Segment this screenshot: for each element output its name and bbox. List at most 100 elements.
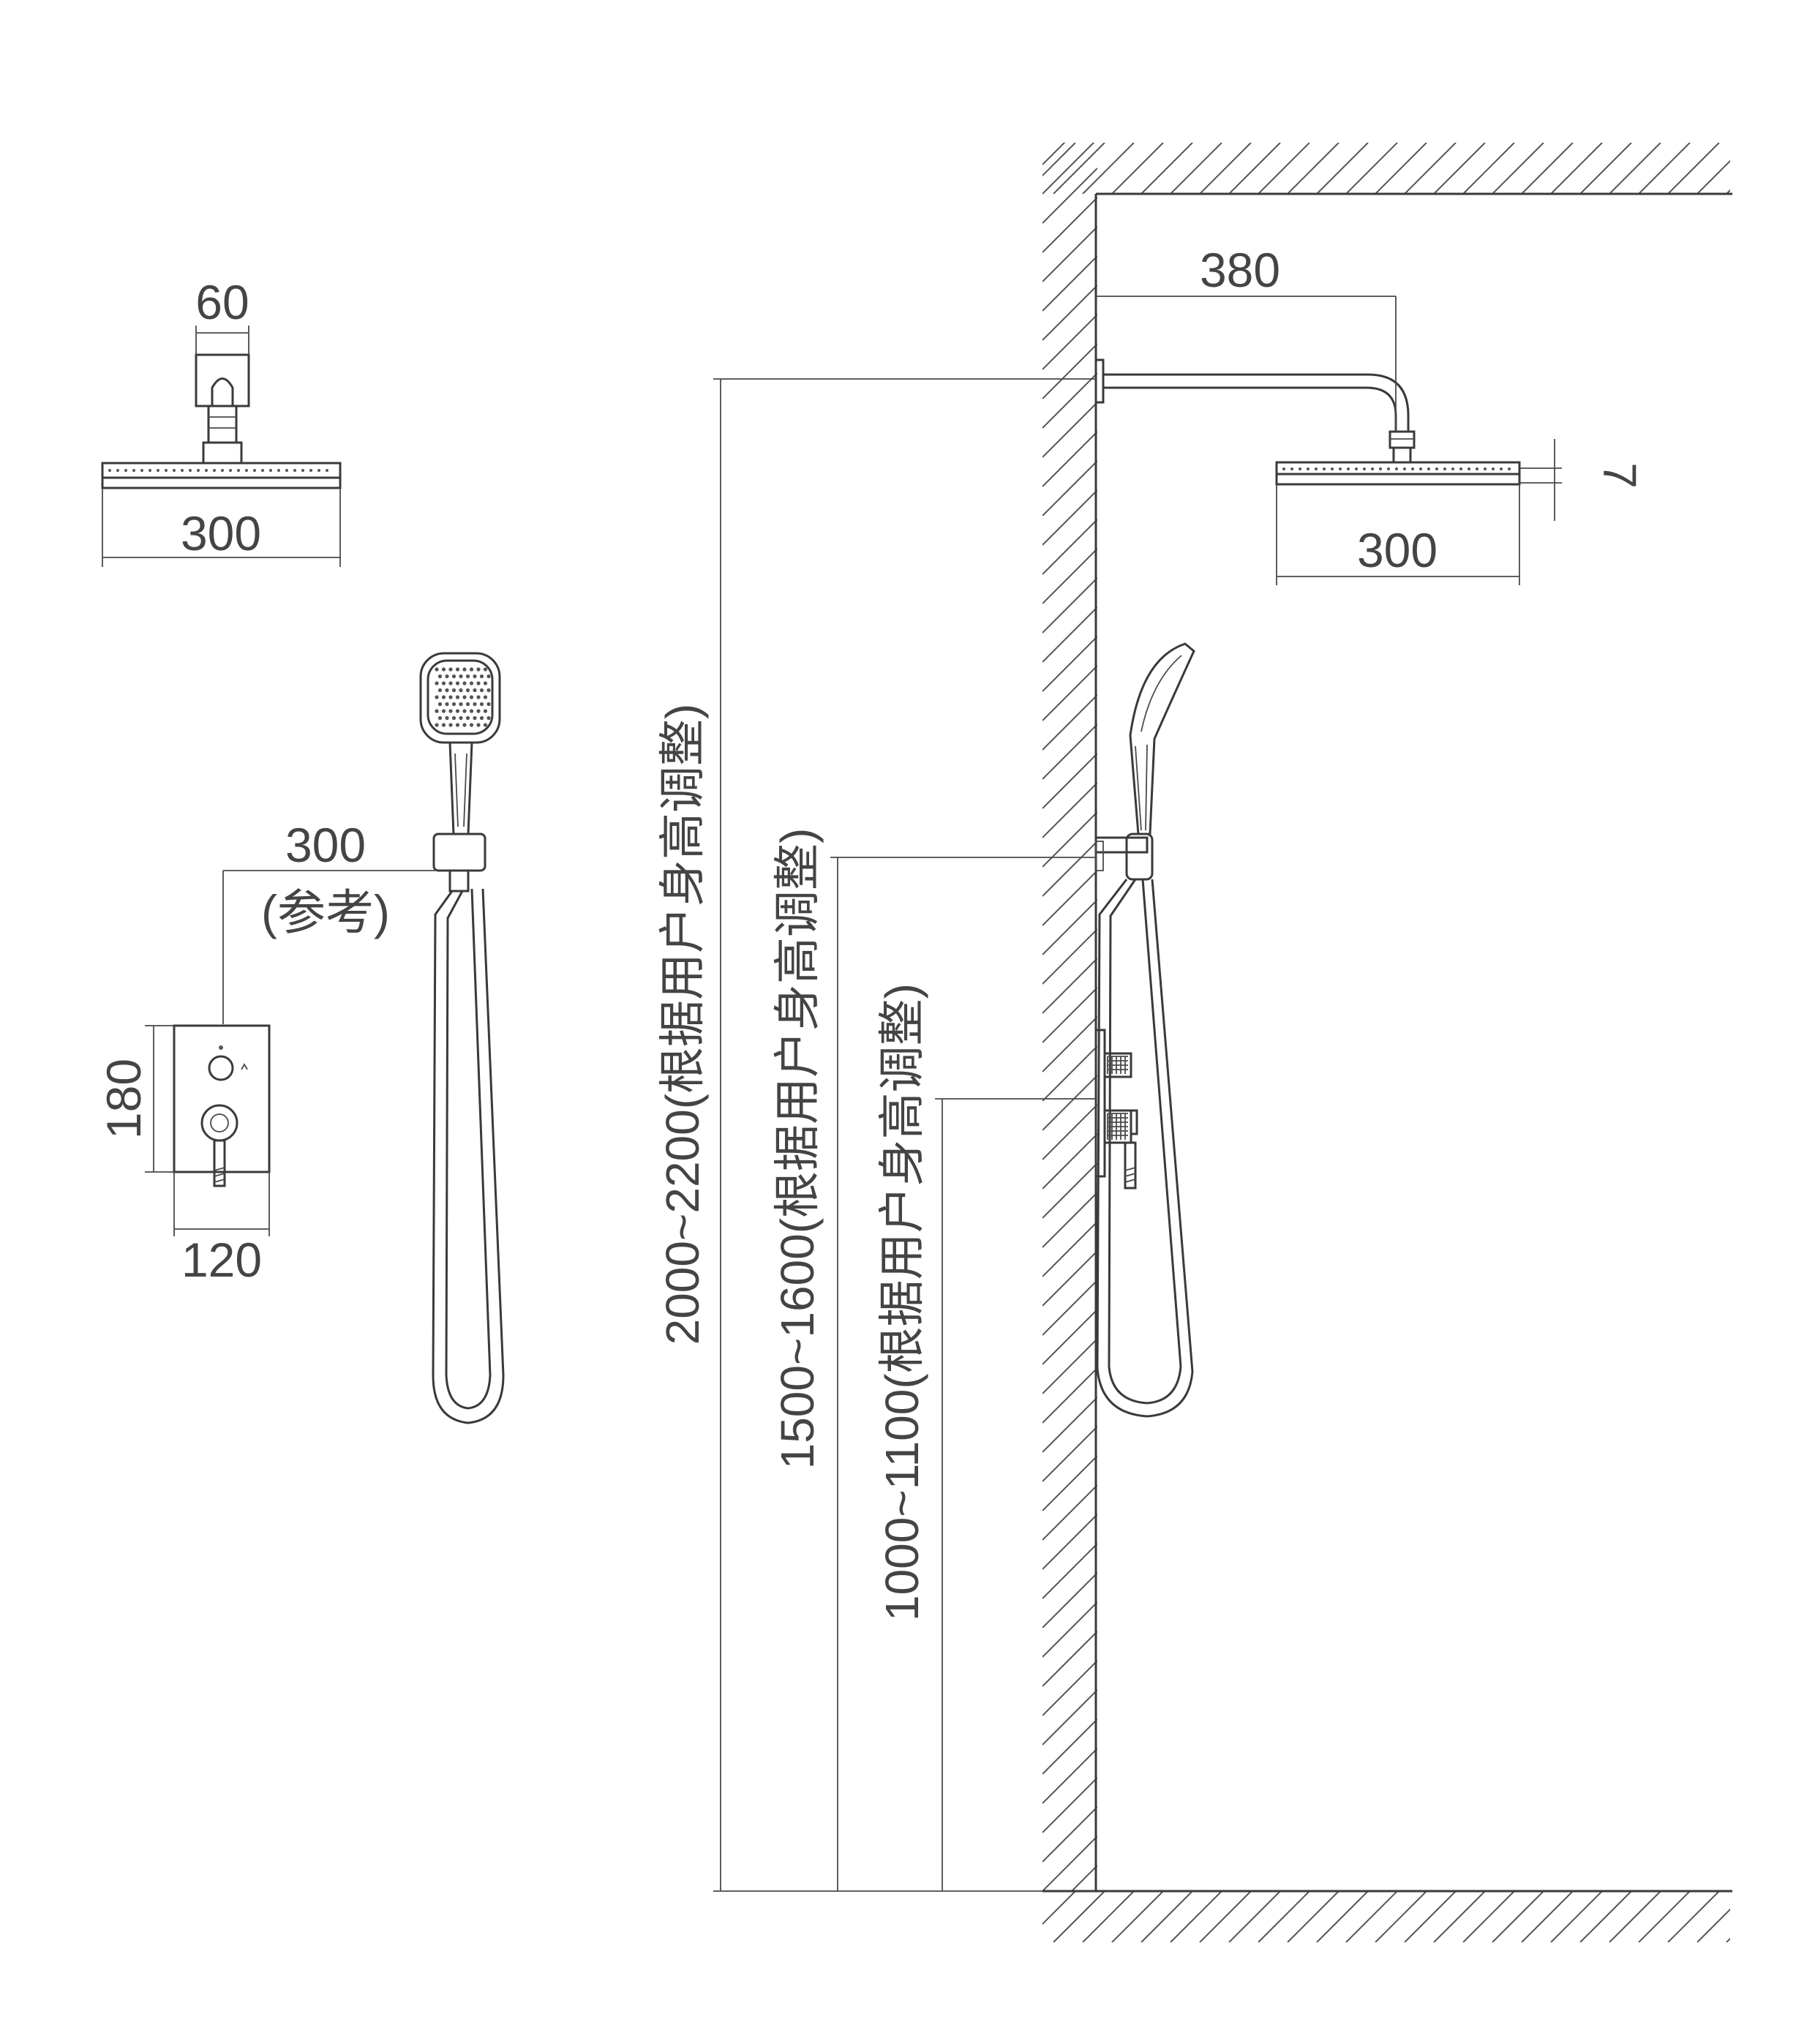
nozzle-dot bbox=[1347, 467, 1350, 470]
hatch-line bbox=[1375, 143, 1427, 194]
spray-dot bbox=[479, 674, 484, 679]
hatch-line bbox=[1042, 1250, 1097, 1307]
hatch-line bbox=[1042, 1397, 1097, 1453]
hatch-line bbox=[1521, 143, 1574, 194]
hatch-line bbox=[1042, 1367, 1097, 1424]
nozzle-dot bbox=[1379, 467, 1382, 470]
hatch-line bbox=[1070, 1865, 1097, 1891]
nozzle-dot bbox=[237, 469, 240, 472]
hatch-line bbox=[1042, 285, 1097, 341]
hatch-line bbox=[1042, 1514, 1097, 1570]
side-hose-inner bbox=[1108, 879, 1182, 1405]
nozzle-dot bbox=[157, 469, 159, 472]
hatch-line bbox=[1042, 1806, 1097, 1863]
spray-dot bbox=[483, 667, 488, 672]
spray-dot bbox=[451, 702, 456, 707]
nozzle-dot bbox=[1419, 467, 1422, 470]
spray-dot bbox=[435, 709, 439, 713]
spray-dot bbox=[465, 702, 470, 707]
hatch-line bbox=[1170, 1891, 1222, 1942]
side-lever-handle bbox=[1124, 1141, 1137, 1190]
dim-height-head: 2000~2200(根据用户身高调整) bbox=[656, 704, 709, 1345]
spray-dot bbox=[462, 667, 467, 672]
nozzle-dot bbox=[1299, 467, 1301, 470]
spray-dot bbox=[455, 709, 460, 713]
hatch-line bbox=[1228, 1891, 1281, 1942]
nozzle-dot bbox=[1339, 467, 1342, 470]
hatch-line bbox=[1042, 1045, 1097, 1102]
hatch-line bbox=[1042, 899, 1097, 955]
front-mixer-valve: 180 120 bbox=[97, 1024, 271, 1287]
nozzle-dot bbox=[1508, 467, 1511, 470]
side-mixer-valve bbox=[1094, 1029, 1138, 1190]
nozzle-dot bbox=[116, 469, 119, 472]
nozzle-dot bbox=[253, 469, 256, 472]
hatch-line bbox=[1042, 1836, 1097, 1891]
spray-dot bbox=[459, 674, 463, 679]
hatch-line bbox=[1042, 1133, 1097, 1190]
nozzle-dot bbox=[269, 469, 272, 472]
nozzle-dot bbox=[1484, 467, 1487, 470]
dim-side-head-width: 300 bbox=[1357, 523, 1438, 577]
side-holder bbox=[1125, 833, 1154, 881]
hatch-line bbox=[1492, 143, 1544, 194]
spray-dot bbox=[445, 702, 449, 707]
hatch-line bbox=[1053, 143, 1105, 194]
hatch-line bbox=[1042, 958, 1097, 1014]
side-arm-top bbox=[1103, 373, 1410, 432]
nozzle-dot bbox=[309, 469, 312, 472]
spray-dot bbox=[455, 681, 460, 685]
nozzle-dot bbox=[205, 469, 208, 472]
side-hand-shower bbox=[1094, 642, 1195, 1418]
nozzle-dot bbox=[301, 469, 304, 472]
spray-dot bbox=[483, 681, 488, 685]
nozzle-dot bbox=[1323, 467, 1326, 470]
nozzle-dot bbox=[326, 469, 328, 472]
spray-dot bbox=[476, 709, 481, 713]
hatch-line bbox=[1726, 1937, 1730, 1942]
spray-dot bbox=[469, 695, 474, 699]
hatch-line bbox=[1042, 1280, 1097, 1336]
hatch-line bbox=[1042, 928, 1097, 985]
height-dimensions: 2000~2200(根据用户身高调整) 1500~1600(根据用户身高调整) … bbox=[656, 378, 1096, 1892]
hatch-line bbox=[1042, 1426, 1097, 1482]
hatch-line bbox=[1228, 143, 1281, 194]
spray-dot bbox=[435, 723, 439, 727]
hatch-line bbox=[1042, 1484, 1097, 1541]
hatch-line bbox=[1042, 665, 1097, 721]
hatch-line bbox=[1042, 577, 1097, 634]
hatch-line bbox=[1579, 1891, 1632, 1942]
hatch-line bbox=[1609, 143, 1661, 194]
nozzle-dot bbox=[1282, 467, 1285, 470]
spray-dot bbox=[455, 723, 460, 727]
side-head-top bbox=[1275, 461, 1521, 476]
hatch-line bbox=[1199, 143, 1252, 194]
hatch-line bbox=[1375, 1891, 1427, 1942]
dim-holder-offset-note: (参考) bbox=[261, 885, 390, 939]
spray-dot bbox=[448, 723, 453, 727]
nozzle-dot bbox=[229, 469, 232, 472]
nozzle-dot bbox=[1468, 467, 1470, 470]
hatch-line bbox=[1042, 431, 1097, 487]
spray-dot bbox=[473, 688, 477, 693]
spray-dot bbox=[473, 715, 477, 721]
hatch-line bbox=[1696, 159, 1730, 194]
nozzle-dot bbox=[181, 469, 184, 472]
spray-dot bbox=[469, 723, 474, 727]
nozzle-dot bbox=[1363, 467, 1366, 470]
nozzle-dot bbox=[1395, 467, 1398, 470]
hatch-line bbox=[1141, 143, 1193, 194]
nozzle-dot bbox=[149, 469, 151, 472]
spray-dot bbox=[486, 674, 491, 679]
ceiling-hatching bbox=[1042, 143, 1730, 194]
hatch-line bbox=[1042, 636, 1097, 692]
hatch-line bbox=[1042, 1543, 1097, 1599]
nozzle-dot bbox=[1331, 467, 1334, 470]
spray-dot bbox=[486, 688, 491, 693]
side-valve-plate bbox=[1094, 1029, 1106, 1178]
spray-dot bbox=[483, 723, 488, 727]
hatch-line bbox=[1042, 1016, 1097, 1072]
hatch-line bbox=[1042, 987, 1097, 1043]
hatch-line bbox=[1492, 1891, 1544, 1942]
spray-dot bbox=[459, 715, 463, 721]
